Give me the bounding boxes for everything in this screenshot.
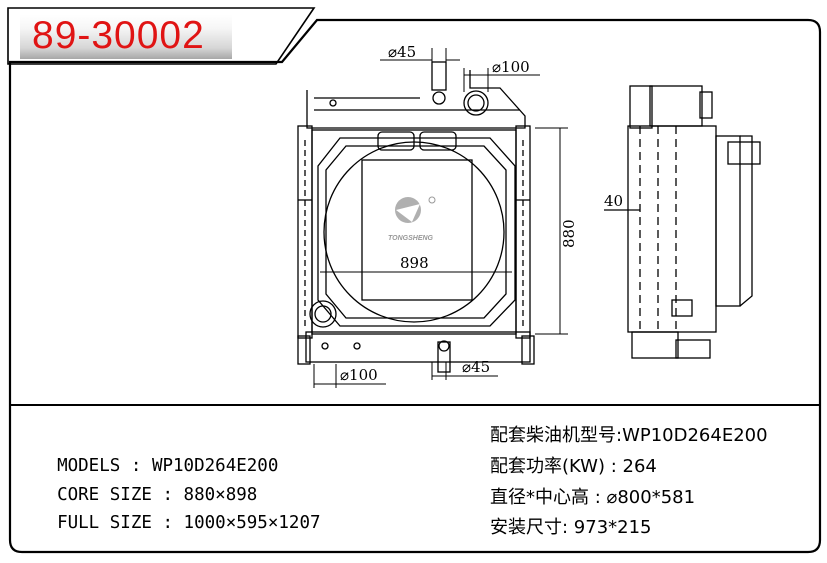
part-number-highlight xyxy=(20,15,232,59)
part-number: 89-30002 xyxy=(32,14,205,57)
logo-text: TONGSHENG xyxy=(388,235,434,242)
core-size-value: 880×898 xyxy=(183,485,258,505)
front-view xyxy=(297,61,535,373)
spec-full-size: FULL SIZE : 1000×595×1207 xyxy=(36,493,321,533)
dim-depth: 40 xyxy=(604,192,623,210)
spec-core-size: CORE SIZE : 880×898 xyxy=(36,465,257,505)
header-tab xyxy=(7,7,316,65)
mount-size: 安装尺寸: 973*215 xyxy=(490,517,652,538)
dim-height: 880 xyxy=(560,219,578,248)
core-size-sep: : xyxy=(162,485,173,505)
full-size-value: 1000×595×1207 xyxy=(183,513,321,533)
core-size-label: CORE SIZE xyxy=(57,485,152,505)
engine-power: 配套功率(KW) : 264 xyxy=(490,456,657,477)
tongsheng-logo xyxy=(395,196,436,223)
outer-border xyxy=(8,18,822,554)
spec-models: MODELS : WP10D264E200 xyxy=(36,436,278,476)
models-value: WP10D264E200 xyxy=(151,456,279,476)
dim-pipe-bottom-large: ⌀100 xyxy=(340,366,378,384)
engine-model: 配套柴油机型号:WP10D264E200 xyxy=(490,425,768,446)
models-label: MODELS xyxy=(57,456,121,476)
models-sep: : xyxy=(130,456,142,476)
full-size-sep: : xyxy=(162,513,173,533)
side-view xyxy=(604,85,761,359)
dim-pipe-top-large: ⌀100 xyxy=(492,58,530,76)
dim-pipe-top-small: ⌀45 xyxy=(388,43,416,61)
full-size-label: FULL SIZE xyxy=(57,513,152,533)
dim-width: 898 xyxy=(400,254,429,272)
front-dimensions xyxy=(313,48,568,388)
dim-pipe-bottom-small: ⌀45 xyxy=(462,358,490,376)
fan-diameter-center: 直径*中心高 : ⌀800*581 xyxy=(490,487,696,508)
